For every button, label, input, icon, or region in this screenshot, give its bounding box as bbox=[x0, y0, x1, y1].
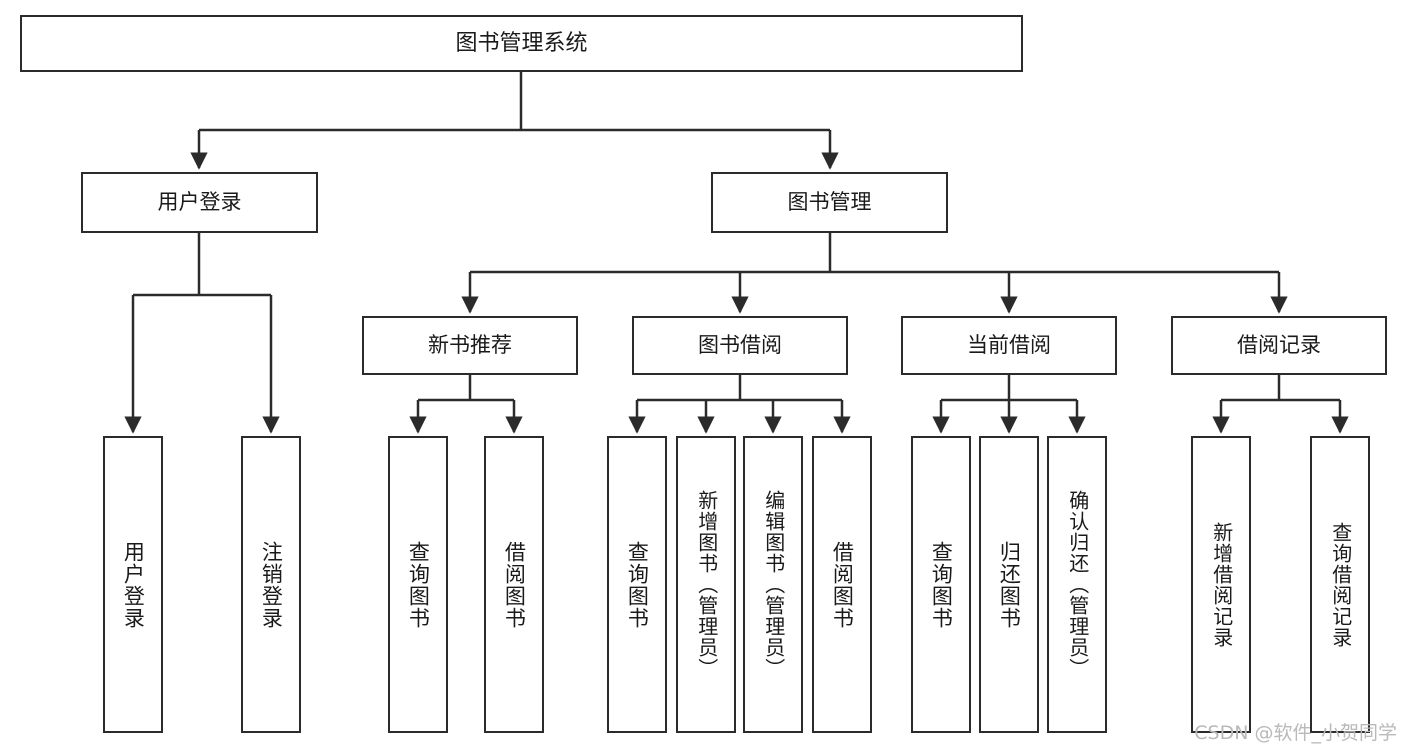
node-leaf-user-login[interactable]: 用户登录 bbox=[103, 436, 163, 733]
node-label: 新增借阅记录 bbox=[1209, 521, 1234, 648]
node-label: 当前借阅 bbox=[967, 333, 1051, 358]
node-label: 图书管理 bbox=[787, 190, 872, 215]
node-leaf-add-borrow-record[interactable]: 新增借阅记录 bbox=[1191, 436, 1251, 733]
node-leaf-user-logout[interactable]: 注销登录 bbox=[241, 436, 301, 733]
node-label: 查询图书 bbox=[929, 540, 954, 629]
node-leaf-query-borrow-record[interactable]: 查询借阅记录 bbox=[1310, 436, 1370, 733]
node-label: 图书管理系统 bbox=[455, 30, 588, 56]
node-label: 注销登录 bbox=[259, 540, 284, 629]
node-leaf-confirm-return-admin[interactable]: 确认归还（管理员） bbox=[1047, 436, 1107, 733]
node-label: 查询借阅记录 bbox=[1328, 521, 1353, 648]
csdn-watermark: CSDN @软件_小贺同学 bbox=[1194, 722, 1397, 744]
node-label: 借阅图书 bbox=[830, 540, 855, 629]
node-label: 图书借阅 bbox=[698, 333, 782, 358]
node-label: 用户登录 bbox=[157, 190, 242, 215]
node-user-login[interactable]: 用户登录 bbox=[81, 172, 318, 233]
node-label: 用户登录 bbox=[121, 540, 146, 629]
node-leaf-add-book-admin[interactable]: 新增图书（管理员） bbox=[676, 436, 736, 733]
node-root-system[interactable]: 图书管理系统 bbox=[20, 15, 1023, 72]
node-label: 借阅图书 bbox=[502, 540, 527, 629]
node-label: 查询图书 bbox=[625, 540, 650, 629]
node-label: 借阅记录 bbox=[1237, 333, 1321, 358]
node-leaf-return-book[interactable]: 归还图书 bbox=[979, 436, 1039, 733]
node-leaf-borrow-book-recommend[interactable]: 借阅图书 bbox=[484, 436, 544, 733]
node-leaf-query-book-borrow[interactable]: 查询图书 bbox=[607, 436, 667, 733]
node-label: 查询图书 bbox=[406, 540, 431, 629]
node-leaf-query-book-recommend[interactable]: 查询图书 bbox=[388, 436, 448, 733]
node-book-management[interactable]: 图书管理 bbox=[711, 172, 948, 233]
node-label: 确认归还（管理员） bbox=[1065, 490, 1090, 679]
node-leaf-query-book-current[interactable]: 查询图书 bbox=[911, 436, 971, 733]
node-book-borrow[interactable]: 图书借阅 bbox=[632, 316, 848, 375]
node-new-book-recommend[interactable]: 新书推荐 bbox=[362, 316, 578, 375]
node-current-borrow[interactable]: 当前借阅 bbox=[901, 316, 1117, 375]
node-borrow-record[interactable]: 借阅记录 bbox=[1171, 316, 1387, 375]
node-label: 新书推荐 bbox=[428, 333, 512, 358]
node-leaf-edit-book-admin[interactable]: 编辑图书（管理员） bbox=[743, 436, 803, 733]
node-label: 归还图书 bbox=[997, 540, 1022, 629]
node-label: 编辑图书（管理员） bbox=[761, 490, 786, 679]
node-label: 新增图书（管理员） bbox=[694, 490, 719, 679]
node-leaf-borrow-book[interactable]: 借阅图书 bbox=[812, 436, 872, 733]
